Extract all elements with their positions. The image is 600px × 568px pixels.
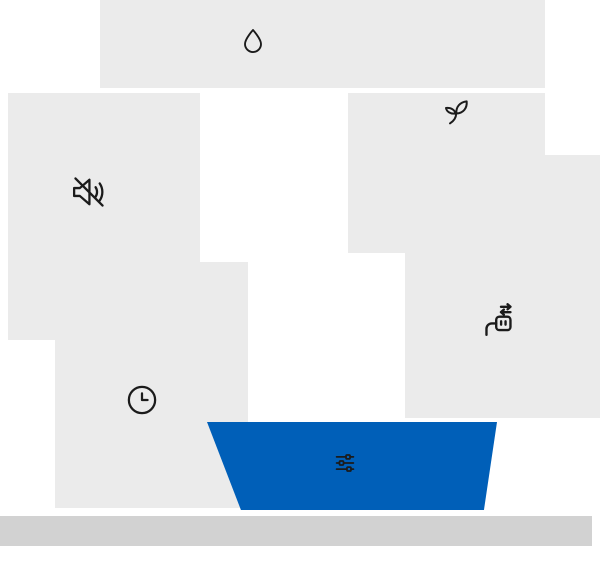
sliders-icon [331,449,359,477]
plug-swap-icon [478,302,516,340]
clock-icon [124,382,160,418]
speaker-mute-icon [68,171,110,213]
leaf-icon [440,96,472,128]
panel-water [100,0,545,88]
settings-wedge [207,422,497,510]
panel-clock [55,262,248,508]
panel-plug [405,155,600,418]
bottom-bar [0,516,592,546]
water-drop-icon [238,26,268,56]
